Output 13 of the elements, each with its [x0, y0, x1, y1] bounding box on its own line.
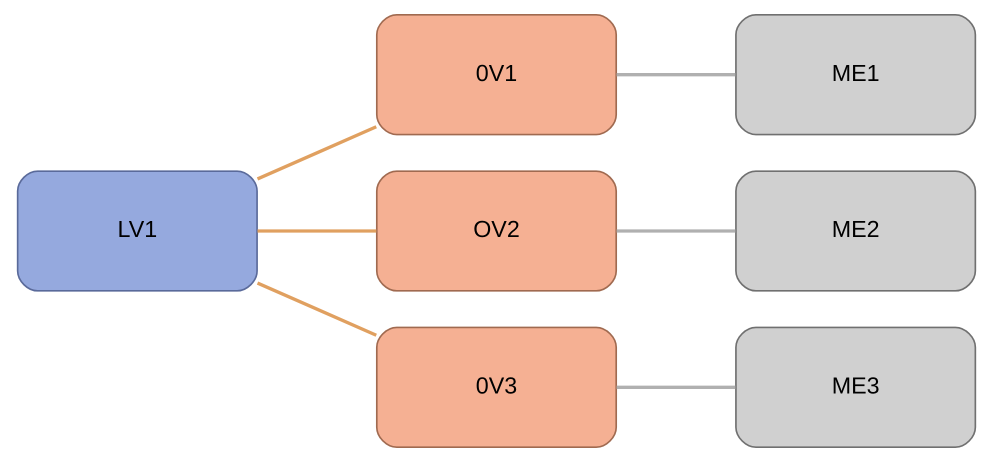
node-box: 0V1 — [376, 14, 618, 136]
connector — [256, 282, 377, 337]
connector — [256, 125, 377, 180]
node-box: LV1 — [16, 170, 258, 292]
connector — [616, 386, 736, 389]
node-box: OV2 — [376, 170, 618, 292]
node-box: ME1 — [735, 14, 976, 136]
node-box: ME3 — [735, 326, 976, 448]
node-box: 0V3 — [376, 326, 618, 448]
connector — [258, 229, 376, 233]
connector — [616, 73, 736, 76]
node-box: ME2 — [735, 170, 976, 292]
connector — [616, 229, 736, 233]
